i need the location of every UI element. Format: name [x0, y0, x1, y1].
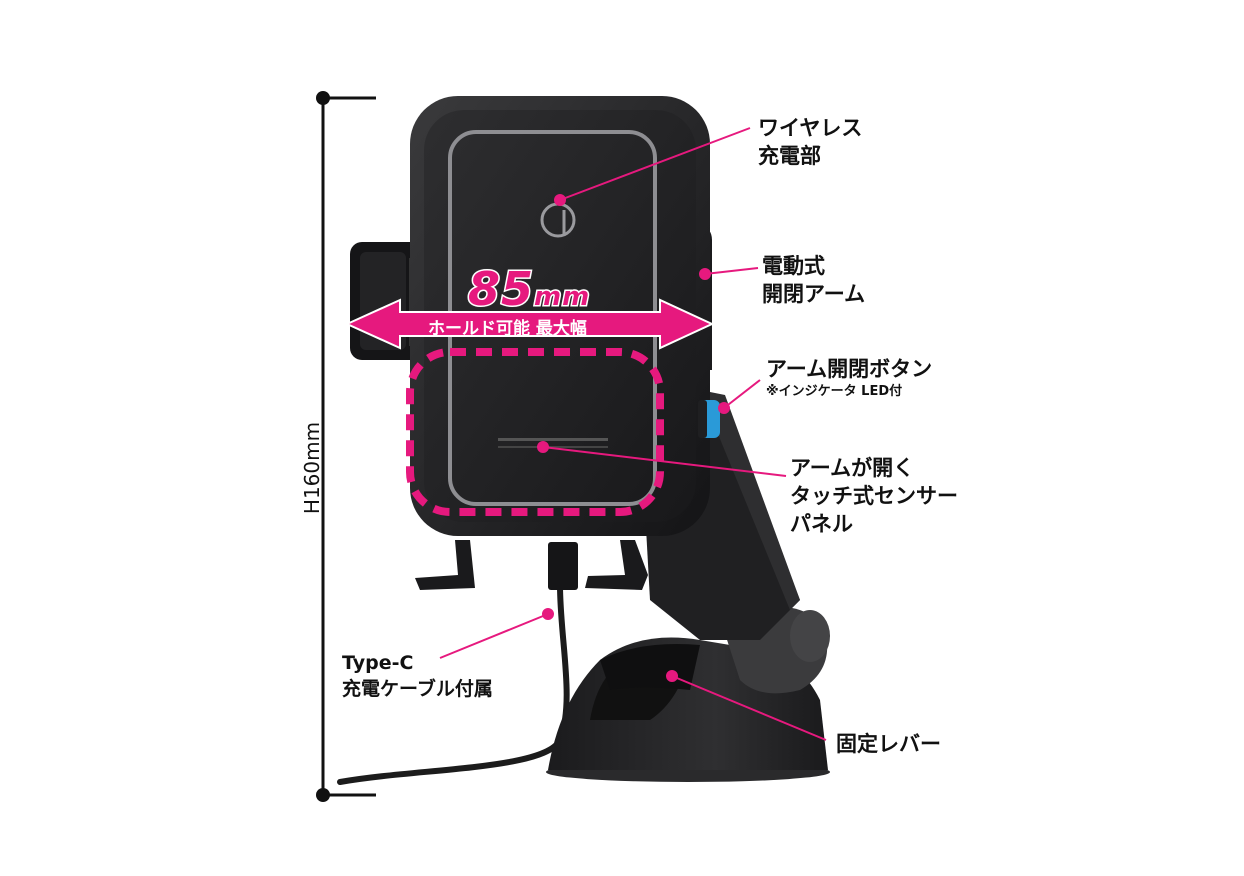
callout-button-note: ※インジケータ LED付	[766, 384, 903, 399]
callout-sensor-line1: アームが開く	[790, 456, 915, 480]
callout-wireless-line2: 充電部	[758, 144, 821, 168]
callout-cable-line1: Type-C	[342, 652, 414, 674]
leader-lines	[439, 127, 827, 741]
callout-cable: Type-C 充電ケーブル付属	[342, 650, 493, 702]
height-label: H160mm	[300, 421, 324, 515]
touch-sensor-outline	[406, 348, 664, 516]
width-value: 85mm	[466, 261, 591, 318]
callout-arm-line2: 開閉アーム	[762, 282, 866, 306]
callout-wireless-line1: ワイヤレス	[758, 116, 863, 140]
callout-arm-line1: 電動式	[762, 254, 825, 278]
width-unit: mm	[533, 281, 591, 314]
callout-sensor-line2: タッチ式センサー	[790, 484, 958, 508]
callout-button-line1: アーム開閉ボタン	[766, 357, 933, 381]
callout-motorized-arm: 電動式 開閉アーム	[762, 252, 865, 308]
callout-arm-button: アーム開閉ボタン ※インジケータ LED付	[766, 355, 932, 401]
width-number: 85	[466, 261, 535, 318]
callout-lever: 固定レバー	[836, 730, 941, 758]
width-caption: ホールド可能 最大幅	[428, 319, 587, 339]
height-dimension-line	[316, 91, 376, 802]
callout-lever-line1: 固定レバー	[836, 732, 941, 756]
callout-wireless-charging: ワイヤレス 充電部	[758, 114, 862, 170]
callout-sensor-line3: パネル	[790, 512, 853, 536]
callout-touch-sensor: アームが開く タッチ式センサー パネル	[790, 454, 958, 538]
bottom-support-feet	[415, 540, 648, 590]
callout-cable-line2: 充電ケーブル付属	[342, 678, 493, 700]
width-arrow	[344, 298, 715, 350]
suction-base	[546, 606, 830, 782]
